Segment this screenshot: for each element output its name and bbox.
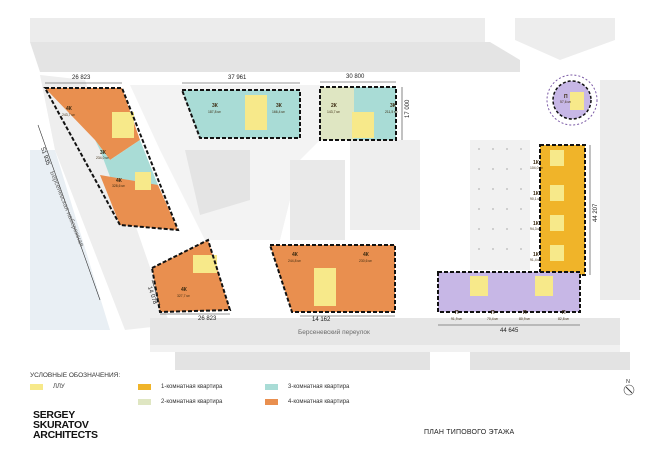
unit-area: 243,7 м² bbox=[62, 113, 76, 117]
legend-label: ЛЛУ bbox=[53, 384, 65, 390]
dimension-label: 14 162 bbox=[312, 317, 331, 323]
dimension-label: 37 961 bbox=[228, 75, 247, 81]
unit-type: 3К bbox=[100, 150, 107, 156]
unit-area: 244,8 м² bbox=[288, 259, 302, 263]
legend-label: 2-комнатная квартира bbox=[161, 399, 223, 405]
unit-type: 3К bbox=[390, 103, 397, 109]
legend-swatch bbox=[138, 384, 151, 390]
unit-area: 230,6 м² bbox=[359, 259, 373, 263]
legend-item-4-room: 4-комнатная квартира bbox=[265, 399, 349, 405]
unit-type: 4К bbox=[116, 178, 123, 184]
unit-type: 1К bbox=[533, 252, 540, 258]
studio-logo: SERGEY SKURATOV ARCHITECTS bbox=[33, 409, 98, 441]
legend-swatch bbox=[138, 399, 151, 405]
unit-area: 211,5 м² bbox=[385, 110, 399, 114]
dimension-label: 51 935 bbox=[39, 147, 51, 167]
unit-area: 94,3 м² bbox=[530, 227, 542, 231]
unit-area: 187,8 м² bbox=[208, 110, 222, 114]
unit-area: 328,6 м² bbox=[112, 184, 126, 188]
street-label-lane: Берсеневский переулок bbox=[298, 328, 370, 336]
legend-swatch bbox=[30, 384, 43, 390]
unit-type: 4К bbox=[181, 287, 188, 293]
unit-type: 1К bbox=[533, 221, 540, 227]
unit-type: 2К bbox=[331, 103, 338, 109]
dimension-lines bbox=[37, 81, 591, 326]
unit-area: 57,6 м² bbox=[560, 100, 572, 104]
dimension-label: 44 645 bbox=[500, 328, 519, 334]
unit-area: 91,9 м² bbox=[451, 317, 463, 321]
dimension-label: 14 078 bbox=[146, 286, 158, 306]
unit-labels: 4К 243,7 м² 3К 234,0 м² 4К 328,6 м² 3К 1… bbox=[62, 94, 572, 321]
unit-type: 4К bbox=[363, 252, 370, 258]
unit-type: 1К bbox=[533, 191, 540, 197]
plan-caption: ПЛАН ТИПОВОГО ЭТАЖА bbox=[424, 429, 515, 436]
unit-area: 166,4 м² bbox=[272, 110, 286, 114]
building-left-wing bbox=[43, 87, 180, 232]
logo-line: SERGEY bbox=[33, 409, 75, 421]
dimension-label: 26 823 bbox=[198, 316, 217, 322]
unit-type: П bbox=[491, 310, 495, 316]
dimension-label: 17 000 bbox=[405, 99, 411, 118]
legend: УСЛОВНЫЕ ОБОЗНАЧЕНИЯ: ЛЛУ 1-комнатная кв… bbox=[30, 372, 450, 412]
unit-type: П bbox=[455, 310, 459, 316]
unit-area: 70,4 м² bbox=[487, 317, 499, 321]
legend-swatch bbox=[265, 384, 278, 390]
logo-line: SKURATOV bbox=[33, 419, 89, 431]
north-arrow-icon: N bbox=[623, 379, 635, 396]
logo-line: ARCHITECTS bbox=[33, 429, 98, 441]
building-right bbox=[437, 144, 586, 313]
legend-label: 1-комнатная квартира bbox=[161, 384, 223, 390]
river bbox=[30, 150, 110, 330]
legend-item-core: ЛЛУ bbox=[30, 384, 65, 390]
building-top-right bbox=[319, 86, 397, 141]
building-top-mid bbox=[180, 89, 301, 139]
unit-type: 1К bbox=[533, 160, 540, 166]
unit-type: 4К bbox=[66, 106, 73, 112]
unit-area: 234,0 м² bbox=[96, 156, 110, 160]
unit-area: 82,8 м² bbox=[558, 317, 570, 321]
legend-item-3-room: 3-комнатная квартира bbox=[265, 384, 349, 390]
unit-area: 91,4 м² bbox=[530, 258, 542, 262]
legend-item-2-room: 2-комнатная квартира bbox=[138, 399, 222, 405]
dimension-label: 30 800 bbox=[346, 74, 365, 80]
unit-type: 3К bbox=[276, 103, 283, 109]
floor-plan: 26 823 37 961 30 800 17 000 51 935 14 07… bbox=[30, 18, 640, 370]
dimension-label: 26 823 bbox=[72, 75, 91, 81]
unit-area: 104,0 м² bbox=[530, 166, 544, 170]
unit-type: 3К bbox=[212, 103, 219, 109]
round-tower bbox=[546, 74, 598, 126]
unit-type: 4К bbox=[292, 252, 299, 258]
unit-area: 327,7 м² bbox=[177, 294, 191, 298]
building-bottom-mid bbox=[268, 244, 396, 313]
unit-area: 90,1 м² bbox=[530, 197, 542, 201]
unit-type: П bbox=[564, 94, 568, 100]
unit-area: 143,7 м² bbox=[327, 110, 341, 114]
unit-area: 80,9 м² bbox=[519, 317, 531, 321]
dimension-label: 44 207 bbox=[593, 203, 599, 222]
legend-label: 3-комнатная квартира bbox=[288, 384, 350, 390]
unit-type: П bbox=[523, 310, 527, 316]
north-label: N bbox=[626, 379, 630, 385]
legend-swatch bbox=[265, 399, 278, 405]
legend-item-1-room: 1-комнатная квартира bbox=[138, 384, 222, 390]
legend-title: УСЛОВНЫЕ ОБОЗНАЧЕНИЯ: bbox=[30, 372, 121, 379]
legend-label: 4-комнатная квартира bbox=[288, 399, 350, 405]
building-bottom-left bbox=[150, 238, 232, 314]
unit-type: П bbox=[562, 310, 566, 316]
